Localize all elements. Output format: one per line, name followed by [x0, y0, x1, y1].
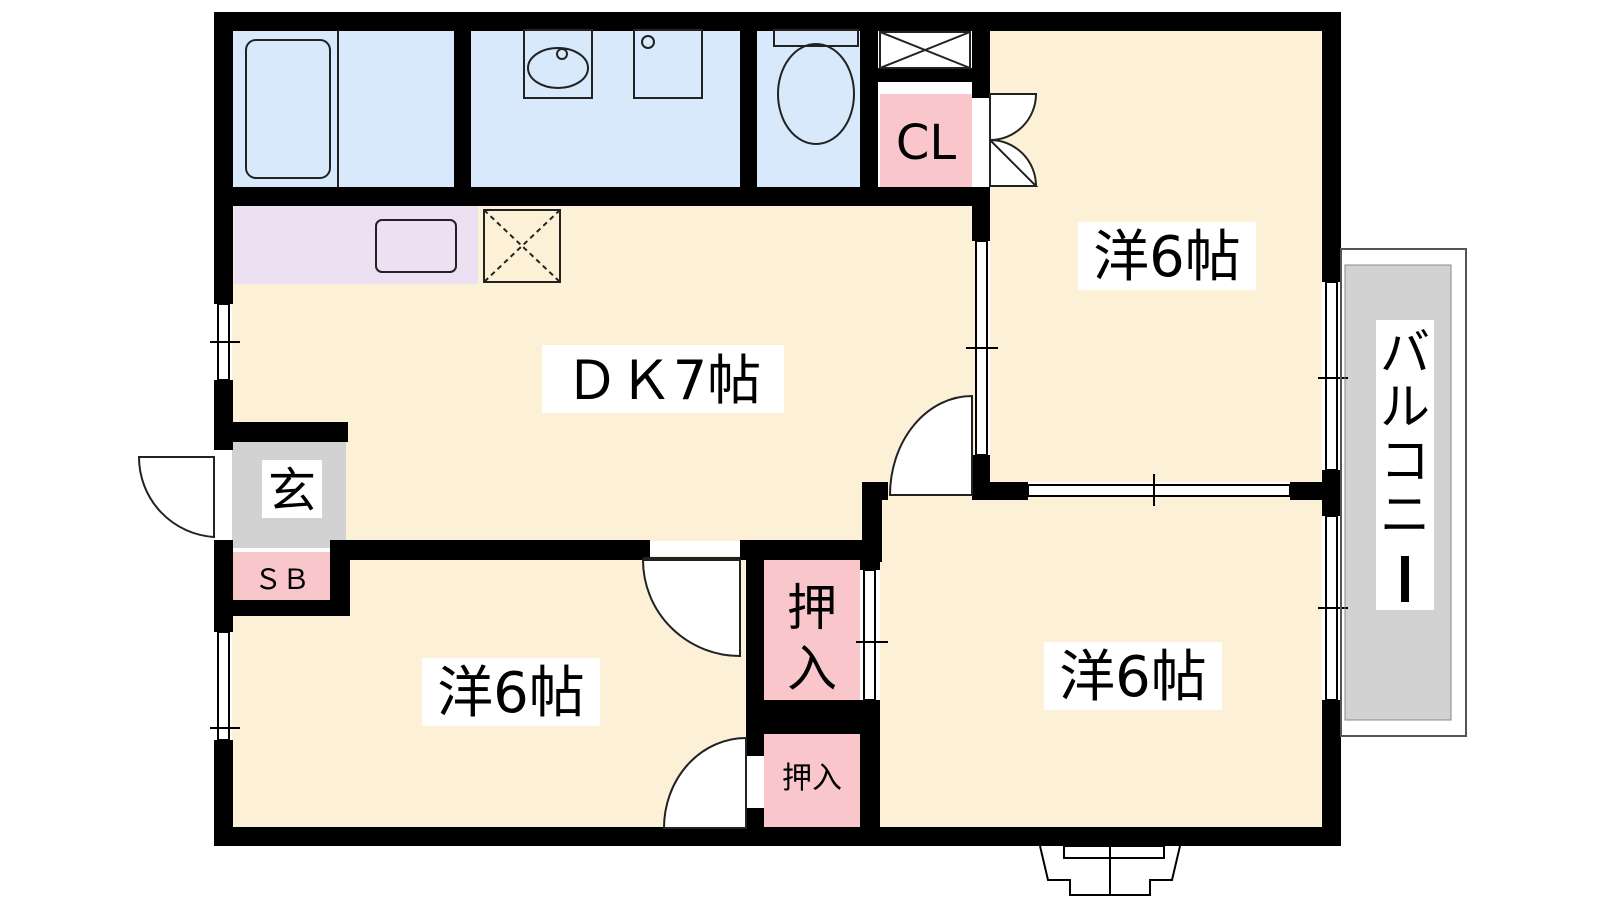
- floor-fills: [232, 30, 1451, 829]
- labels: ＤＫ7帖 洋6帖 洋6帖 洋6帖 玄 ＳＢ CL 押 入 押入 バ ル コ ニ …: [254, 115, 1434, 796]
- wall-ne-se-right: [1290, 482, 1340, 500]
- wall-dk-room-upper: [972, 187, 990, 241]
- wall-right-lower: [1322, 700, 1341, 846]
- washroom-floor: [462, 30, 740, 187]
- doors: [137, 93, 1039, 829]
- wall-ne-se-left: [972, 482, 1028, 500]
- room-label-oshiire-large-2: 入: [787, 640, 837, 698]
- room-label-western-se: 洋6帖: [1059, 645, 1207, 710]
- bathtub-icon: [245, 30, 339, 187]
- balcony-inner-edge: [1344, 264, 1452, 721]
- wall-bottom: [214, 827, 1340, 846]
- wall-dk-sw-left: [330, 540, 650, 560]
- balcony-railing: [1340, 248, 1467, 737]
- sliding-door-oshiire: [863, 569, 876, 701]
- stove-icon: [483, 209, 561, 283]
- wall-oshiire-left: [746, 540, 764, 720]
- door-swing-icon: [989, 137, 1039, 187]
- oshiire-large: [764, 559, 860, 700]
- dk-floor-lower: [346, 430, 872, 541]
- label-bg: [422, 658, 600, 726]
- wall-entrance-top: [214, 422, 346, 442]
- room-label-oshiire-large-1: 押: [787, 579, 837, 637]
- closet-cl: [880, 94, 972, 188]
- wall-top: [214, 12, 1340, 31]
- wall-left-lower: [214, 540, 233, 632]
- wall-wash-toilet: [740, 12, 757, 196]
- wall-bath-wash: [454, 12, 471, 196]
- walls: [214, 12, 1341, 846]
- wall-left-bottom: [214, 740, 233, 846]
- fixtures: [245, 29, 971, 283]
- wall-right-upper: [1322, 12, 1341, 282]
- room-label-shoe-box: ＳＢ: [254, 563, 310, 596]
- room-label-western-sw: 洋6帖: [437, 661, 585, 726]
- wall-sb-bottom: [214, 600, 350, 616]
- washing-machine-icon: [633, 29, 703, 99]
- wall-oshiire-small-left-b: [746, 808, 764, 828]
- windows: [210, 240, 1348, 896]
- wall-toilet-cl: [860, 12, 878, 196]
- sliding-door-ne-se: [1027, 484, 1291, 497]
- room-label-closet: CL: [896, 115, 957, 171]
- window-ne-east: [1325, 281, 1338, 471]
- balcony-label-3: コ: [1380, 432, 1430, 490]
- wall-oshiire-mid: [746, 700, 880, 734]
- door-swing-icon: [888, 394, 973, 496]
- wall-dk-se-top: [862, 482, 888, 500]
- ventilation-mark: [879, 31, 971, 69]
- washbasin-icon: [523, 29, 593, 99]
- wall-left-upper: [214, 12, 233, 304]
- balcony-label-4: ニ: [1380, 486, 1430, 544]
- sink-icon: [375, 219, 457, 273]
- balcony-label-2: ル: [1380, 378, 1430, 436]
- room-label-western-ne: 洋6帖: [1093, 225, 1241, 290]
- wall-oshiire-right-upper: [860, 540, 880, 570]
- wall-entrance-right: [330, 422, 348, 442]
- room-label-dk: ＤＫ7帖: [565, 349, 761, 412]
- toilet-icon: [773, 29, 859, 145]
- wall-wet-dk: [214, 187, 988, 206]
- label-bg: [1044, 642, 1222, 710]
- balcony: [1340, 248, 1467, 737]
- label-bg: [542, 345, 784, 413]
- door-swing-icon: [137, 456, 215, 539]
- room-label-entrance: 玄: [268, 463, 316, 519]
- shoe-box: [232, 552, 332, 600]
- oshiire-small: [764, 733, 860, 829]
- wall-cl-room: [972, 12, 990, 98]
- label-bg: [262, 460, 322, 518]
- balcony-label-1: バ: [1380, 324, 1430, 382]
- room-label-oshiire-small: 押入: [782, 761, 842, 796]
- bay-window-frame: [1039, 845, 1181, 896]
- toilet-floor: [750, 30, 860, 187]
- balcony-label-5: ー: [1401, 556, 1409, 602]
- wall-oshiire-right-lower: [860, 700, 880, 846]
- bathroom-floor: [232, 30, 454, 187]
- window-sw-west: [217, 631, 230, 741]
- wall-oshiire-small-left: [746, 734, 764, 756]
- wall-dk-sw-right: [740, 540, 880, 560]
- wall-cl-mid: [878, 68, 990, 82]
- door-swing-icon: [662, 736, 747, 829]
- bay-window-south: [1063, 845, 1165, 859]
- door-swing-icon: [641, 559, 741, 658]
- label-bg: [1078, 222, 1256, 290]
